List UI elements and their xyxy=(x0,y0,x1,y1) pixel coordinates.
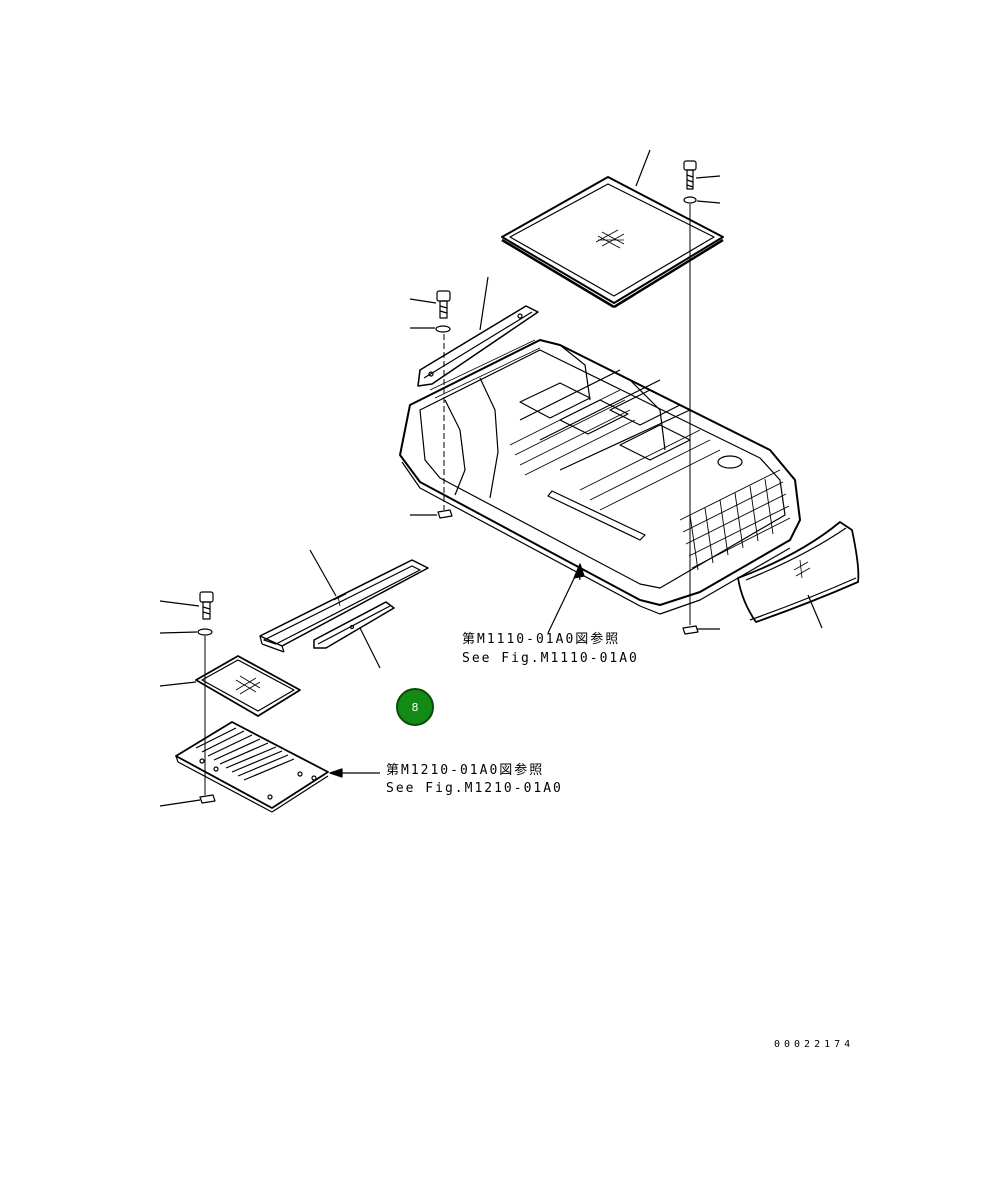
reference-cab-en: See Fig.M1110-01A0 xyxy=(462,651,639,666)
cab-roof xyxy=(399,339,801,615)
washer-lower-left xyxy=(159,628,213,636)
grille-plate xyxy=(175,721,329,813)
nut-lower-left xyxy=(159,794,216,807)
small-filter-plate xyxy=(159,655,301,717)
reference-grille-en: See Fig.M1210-01A0 xyxy=(386,781,563,796)
bracket-strip xyxy=(417,276,539,387)
callout-badge[interactable]: 8 xyxy=(396,688,434,726)
reference-arrow-cab xyxy=(547,563,585,634)
nut-left xyxy=(410,509,453,519)
short-strip xyxy=(313,601,395,669)
bolt-upper-left xyxy=(409,290,451,319)
bolt-top-right xyxy=(683,160,721,190)
leader-line xyxy=(635,149,651,187)
reference-cab-jp: 第M1110-01A0図参照 xyxy=(462,632,621,647)
nut-bottom-right xyxy=(682,625,720,635)
document-number: 00022174 xyxy=(774,1039,855,1050)
washer-top-right xyxy=(683,196,721,204)
front-visor xyxy=(737,521,860,629)
reference-grille-jp: 第M1210-01A0図参照 xyxy=(386,763,545,778)
reference-arrow-grille xyxy=(329,768,380,778)
long-strip xyxy=(259,549,429,653)
washer-upper-left xyxy=(410,325,451,333)
bolt-lower-left xyxy=(159,591,214,620)
top-cover-plate xyxy=(501,149,724,309)
